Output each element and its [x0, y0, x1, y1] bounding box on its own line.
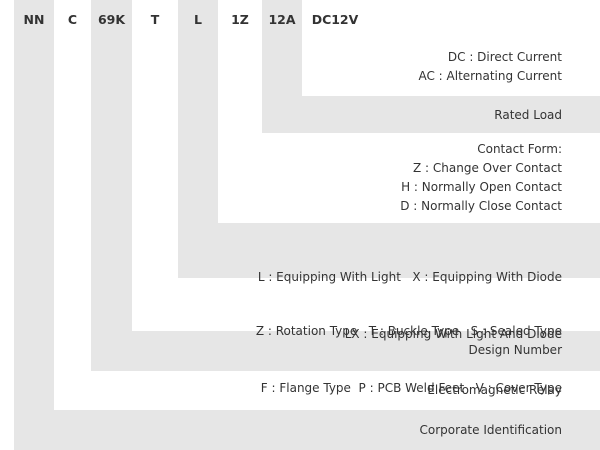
- code-segment-1z: 1Z: [231, 12, 249, 27]
- contact-line: Z : Change Over Contact: [412, 161, 562, 175]
- indicator-line: LX : Equipping With Light And Diode: [344, 327, 562, 341]
- coil-line: AC : Alternating Current: [418, 69, 562, 83]
- load-description: Rated Load: [494, 106, 562, 125]
- relay-description: Electromagnetic Relay: [427, 381, 562, 400]
- corporate-description: Corporate Identification: [420, 421, 562, 440]
- indicator-line: L : Equipping With Light X : Equipping W…: [257, 270, 562, 284]
- code-segment-nn: NN: [23, 12, 45, 27]
- contact-description: Contact Form: Z : Change Over Contact H …: [400, 140, 562, 216]
- indicator-description: L : Equipping With Light X : Equipping W…: [258, 230, 562, 363]
- contact-line: D : Normally Close Contact: [400, 199, 562, 213]
- code-segment-l: L: [194, 12, 202, 27]
- code-segment-c: C: [67, 12, 78, 27]
- code-segment-t: T: [150, 12, 160, 27]
- coil-line: DC : Direct Current: [447, 50, 562, 64]
- mounting-line: F : Flange Type P : PCB Weld Feet V : Co…: [260, 381, 562, 395]
- design-line: Design Number: [468, 343, 562, 357]
- contact-line: Contact Form:: [477, 142, 562, 156]
- load-line: Rated Load: [494, 108, 562, 122]
- mounting-line: Z : Rotation Type T : Buckle Type S : Se…: [255, 324, 562, 338]
- code-segment-69k: 69K: [97, 12, 126, 27]
- coil-band: [302, 0, 600, 96]
- mounting-description: Z : Rotation Type T : Buckle Type S : Se…: [256, 284, 562, 417]
- relay-line: Electromagnetic Relay: [427, 383, 562, 397]
- corporate-line: Corporate Identification: [419, 423, 562, 437]
- contact-line: H : Normally Open Contact: [401, 180, 562, 194]
- coil-description: DC : Direct Current AC : Alternating Cur…: [418, 48, 562, 86]
- code-segment-12a: 12A: [268, 12, 296, 27]
- code-segment-dc12v: DC12V: [311, 12, 359, 27]
- design-description: Design Number: [469, 341, 562, 360]
